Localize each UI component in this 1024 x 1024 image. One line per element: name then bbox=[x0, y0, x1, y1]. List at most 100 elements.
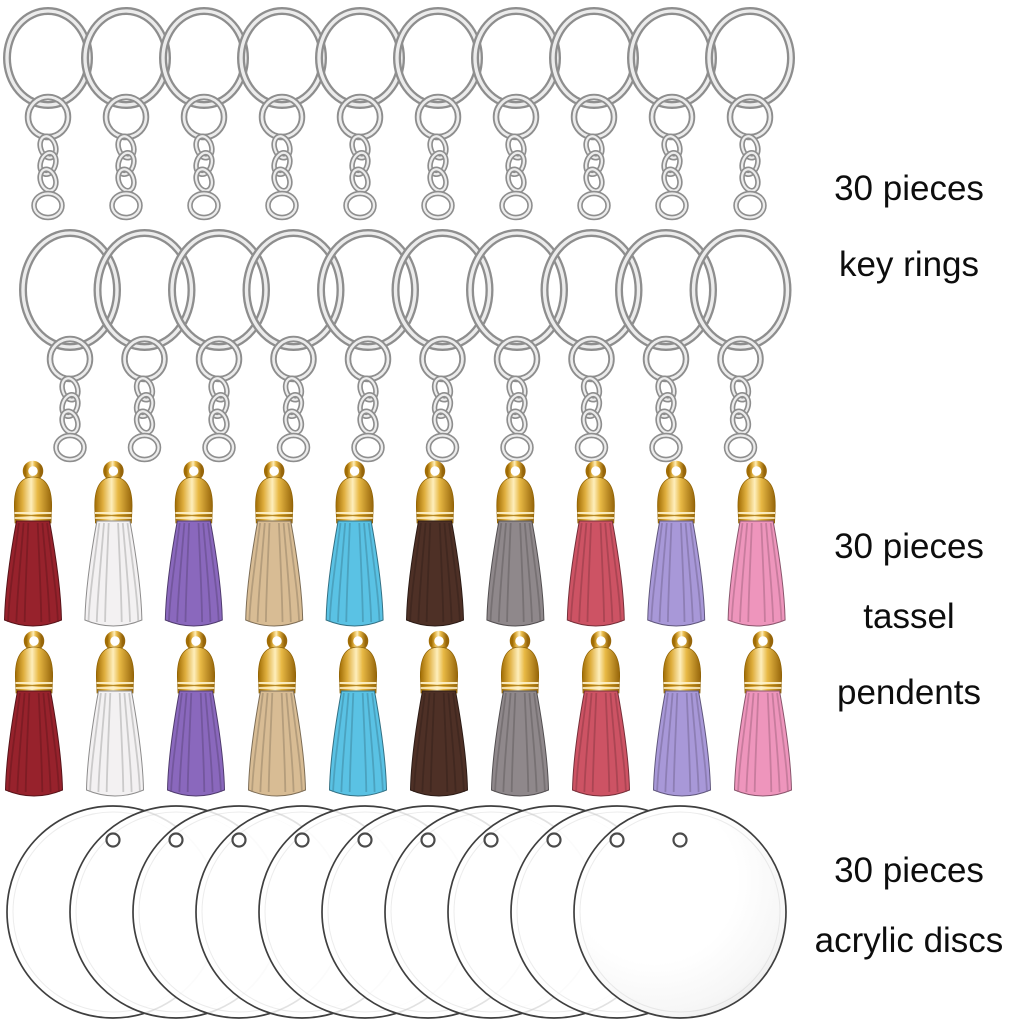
chain-link bbox=[357, 392, 379, 419]
key-ring bbox=[466, 229, 568, 463]
disc-hole bbox=[231, 832, 247, 848]
split-ring bbox=[393, 7, 483, 109]
chain-link bbox=[115, 150, 137, 177]
tassel-cap bbox=[177, 646, 215, 694]
end-ring bbox=[202, 432, 236, 463]
chain-link bbox=[357, 375, 379, 403]
chain-link bbox=[193, 166, 215, 194]
tassel-loop bbox=[23, 630, 45, 652]
chain-link bbox=[37, 150, 59, 177]
chain-link bbox=[59, 392, 81, 419]
tassel-loop bbox=[665, 460, 687, 482]
disc-hole bbox=[357, 832, 373, 848]
label-discs-name: acrylic discs bbox=[814, 921, 1004, 960]
split-ring bbox=[540, 229, 643, 351]
chain-link bbox=[427, 150, 449, 177]
end-ring bbox=[343, 190, 377, 221]
tassel-cap bbox=[174, 476, 213, 524]
chain-link bbox=[431, 375, 454, 403]
chain-link bbox=[505, 150, 527, 177]
chain-link bbox=[580, 375, 603, 403]
tassel-pendant bbox=[164, 460, 223, 627]
tassel-loop bbox=[104, 630, 126, 652]
key-ring bbox=[540, 229, 643, 463]
chain-link bbox=[583, 150, 605, 177]
split-ring bbox=[242, 229, 345, 351]
key-ring bbox=[159, 7, 249, 221]
tassel-body bbox=[647, 520, 706, 627]
end-ring bbox=[655, 190, 689, 221]
label-key-rings-count: 30 pieces bbox=[834, 169, 984, 208]
tassel-loop bbox=[585, 460, 607, 482]
end-ring bbox=[187, 190, 221, 221]
chain-link bbox=[580, 392, 603, 419]
disc-hole bbox=[168, 832, 184, 848]
chain-link bbox=[427, 133, 449, 161]
tassel-pendant bbox=[4, 630, 64, 797]
end-ring bbox=[109, 190, 143, 221]
chain-link bbox=[506, 375, 528, 403]
disc-hole bbox=[294, 832, 310, 848]
chain-link bbox=[739, 166, 761, 194]
tassel-loop bbox=[509, 630, 531, 652]
end-ring bbox=[723, 432, 758, 463]
tassel-pendant bbox=[85, 630, 145, 797]
key-ring bbox=[471, 7, 561, 221]
end-ring bbox=[500, 432, 534, 463]
tassel-body bbox=[166, 690, 226, 797]
tassel-cap bbox=[416, 476, 454, 524]
key-ring bbox=[705, 7, 795, 221]
tassel-pendant bbox=[727, 460, 786, 627]
tassel-pendant bbox=[566, 460, 625, 627]
chain-link bbox=[505, 166, 527, 194]
tassel-cap bbox=[94, 476, 133, 524]
label-discs-count: 30 pieces bbox=[834, 851, 984, 890]
key-ring bbox=[391, 229, 494, 463]
tassel-body bbox=[245, 520, 304, 627]
tassel-loop bbox=[505, 460, 526, 482]
chain-link bbox=[282, 375, 305, 403]
chain-link bbox=[37, 166, 59, 194]
split-ring bbox=[315, 7, 405, 109]
chain-link bbox=[271, 133, 293, 161]
tassel-body bbox=[3, 520, 63, 627]
end-ring bbox=[53, 432, 87, 463]
key-ring bbox=[549, 7, 639, 221]
split-ring bbox=[19, 229, 121, 351]
tassel-body bbox=[84, 520, 143, 627]
tassel-loop bbox=[103, 460, 124, 482]
chain-link bbox=[661, 150, 683, 177]
chain-link bbox=[655, 392, 677, 419]
end-ring bbox=[31, 190, 65, 221]
key-ring bbox=[615, 229, 717, 463]
chain-link bbox=[729, 375, 752, 403]
tassel-cap bbox=[339, 646, 377, 694]
chain-link bbox=[208, 392, 230, 419]
chain-link bbox=[133, 408, 156, 436]
tassel-loop bbox=[22, 460, 44, 482]
tassel-cap bbox=[501, 646, 539, 694]
label-key-rings-name: key rings bbox=[838, 245, 980, 284]
chain-link bbox=[208, 408, 230, 436]
chain-link bbox=[59, 408, 81, 436]
tassel-pendant bbox=[409, 630, 469, 797]
tassel-body bbox=[490, 690, 550, 797]
chain-link bbox=[427, 166, 449, 194]
tassel-loop bbox=[428, 630, 450, 652]
tassels-group bbox=[3, 460, 793, 797]
chain-link bbox=[133, 375, 156, 403]
end-ring bbox=[649, 432, 683, 463]
key-ring bbox=[689, 229, 792, 463]
tassel-pendant bbox=[647, 460, 706, 627]
tassel-body bbox=[247, 690, 307, 797]
tassel-cap bbox=[576, 476, 615, 524]
end-ring bbox=[127, 432, 162, 463]
tassel-pendant bbox=[733, 630, 793, 797]
tassel-cap bbox=[582, 646, 620, 694]
disc-hole bbox=[420, 832, 436, 848]
end-ring bbox=[265, 190, 299, 221]
split-ring bbox=[705, 7, 795, 109]
split-ring bbox=[237, 7, 327, 109]
chain-link bbox=[115, 133, 137, 161]
key-ring bbox=[627, 7, 717, 221]
